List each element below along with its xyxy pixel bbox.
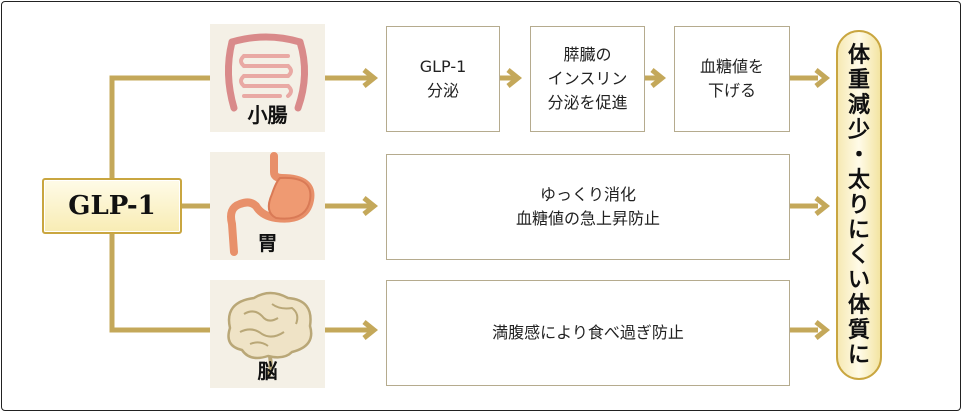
arrowhead (362, 320, 379, 340)
step-insulin-secretion: 膵臓の インスリン 分泌を促進 (530, 26, 645, 132)
arrowhead (362, 68, 379, 88)
stomach-tile: 胃 (210, 152, 325, 260)
arrowhead (814, 68, 831, 88)
arrowhead (814, 320, 831, 340)
stomach-effect-box: ゆっくり消化 血糖値の急上昇防止 (386, 154, 790, 260)
brain-effect-box: 満腹感により食べ過ぎ防止 (386, 280, 790, 386)
brain-label: 脳 (257, 359, 278, 383)
brain-illustration (227, 291, 313, 379)
small-intestine-tile: 小腸 (210, 24, 325, 132)
step-glp1-secretion: GLP-1 分泌 (386, 26, 500, 132)
arrowhead (506, 68, 523, 88)
arrowhead (362, 196, 379, 216)
brain-tile: 脳 (210, 280, 325, 388)
result-text: 体重減少・太りにくい体質に (847, 41, 870, 368)
glp1-source-label: GLP-1 (68, 191, 156, 221)
arrowhead (814, 196, 831, 216)
glp1-source-box: GLP-1 (42, 178, 182, 234)
stomach-illustration (227, 152, 315, 256)
result-pill: 体重減少・太りにくい体質に (836, 30, 882, 380)
small-intestine-label: 小腸 (247, 103, 288, 127)
trunk-connector-bottom (109, 234, 210, 333)
arrowhead (650, 68, 667, 88)
trunk-connector (109, 75, 210, 178)
step-lower-blood-sugar: 血糖値を 下げる (674, 26, 790, 132)
small-intestine-illustration (224, 33, 309, 112)
stomach-label: 胃 (257, 231, 278, 255)
